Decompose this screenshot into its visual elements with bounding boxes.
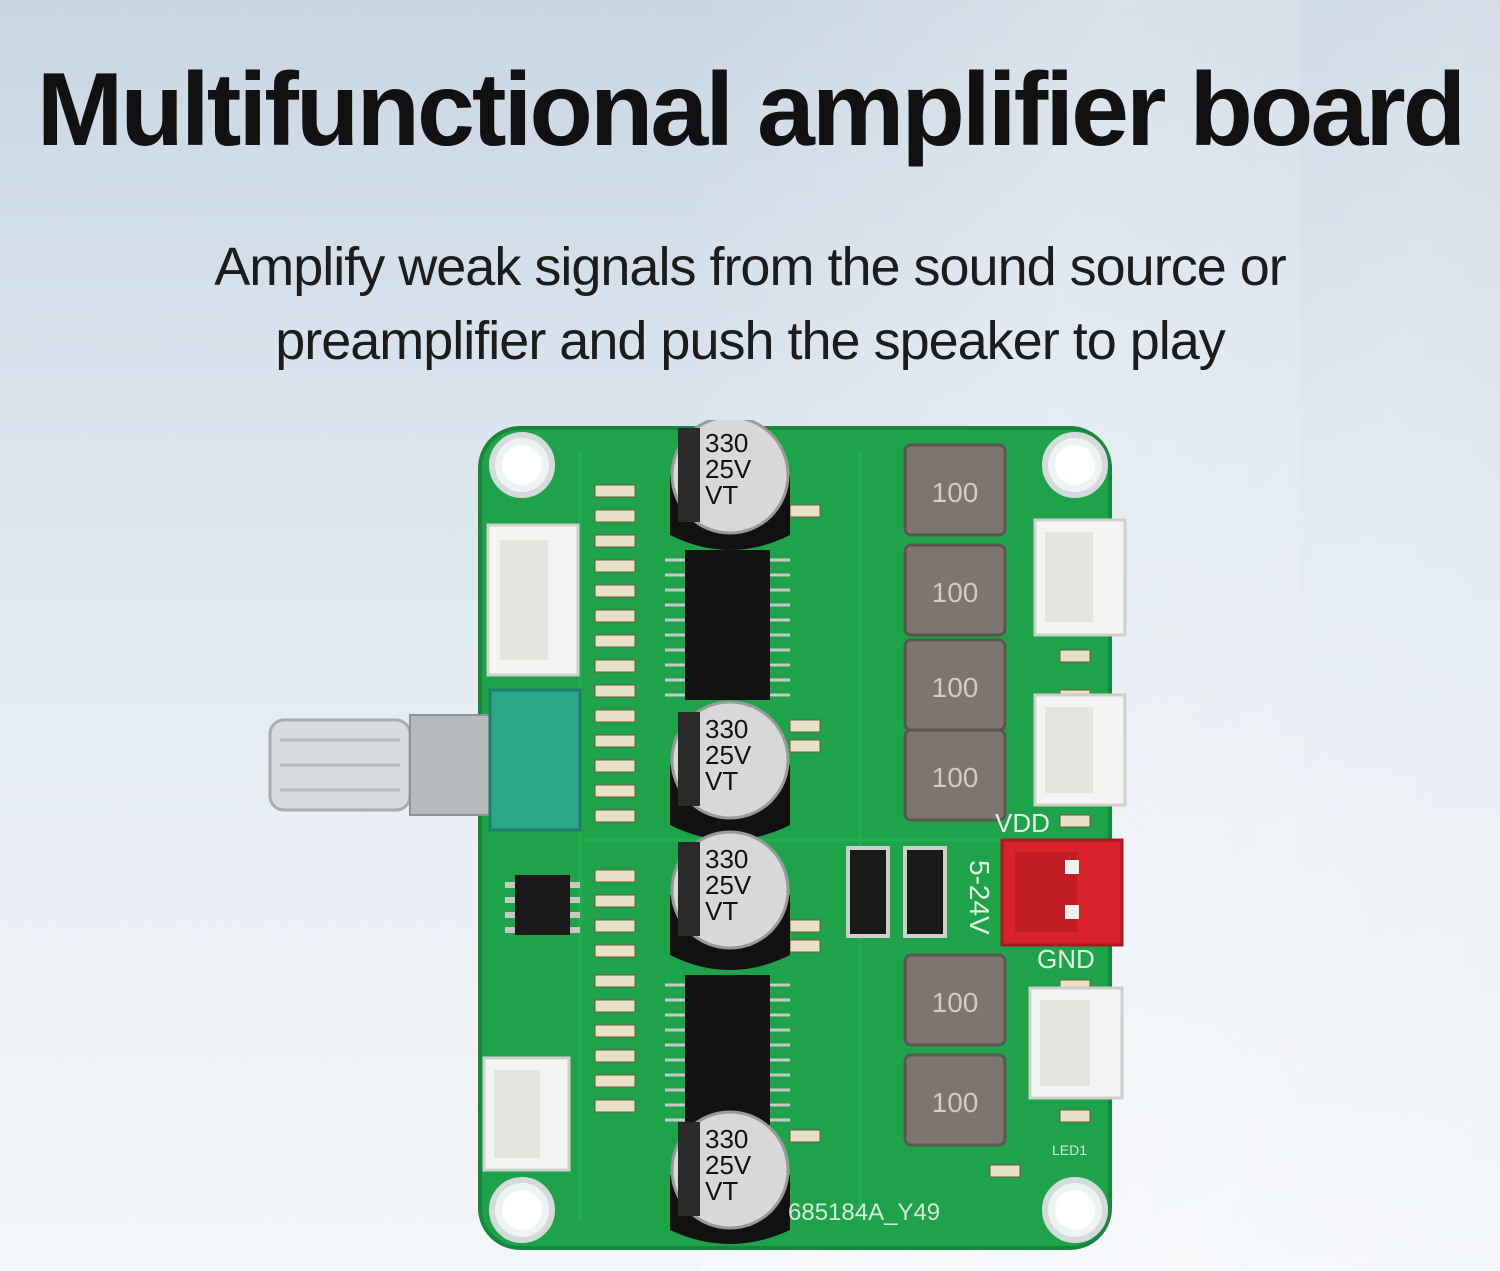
amplifier-board-image: 330 25V VT 330 25V VT 330 25V VT 330 25V… xyxy=(260,415,1140,1260)
input-connector-top xyxy=(486,523,580,677)
capacitor-4-text-2: 25V xyxy=(705,1150,752,1180)
diode-1 xyxy=(846,846,890,938)
capacitor-2-text-2: 25V xyxy=(705,740,752,770)
output-connector-3 xyxy=(1028,986,1124,1100)
model-label: 685184A_Y49 xyxy=(788,1199,940,1226)
inductor-4: 100 xyxy=(903,728,1007,822)
inductor-5-label: 100 xyxy=(932,987,979,1018)
vdd-label: VDD xyxy=(995,808,1050,838)
output-connector-2 xyxy=(1033,693,1127,807)
capacitor-1-text-3: VT xyxy=(705,480,738,510)
led-label: LED1 xyxy=(1052,1142,1087,1158)
inductor-2-label: 100 xyxy=(932,577,979,608)
inductor-6: 100 xyxy=(903,1053,1007,1147)
subtitle-line-2: preamplifier and push the speaker to pla… xyxy=(275,311,1226,371)
capacitor-4: 330 25V VT xyxy=(670,1110,790,1244)
inductor-3: 100 xyxy=(903,638,1007,732)
capacitor-1: 330 25V VT xyxy=(670,415,790,550)
inductor-1-label: 100 xyxy=(932,477,979,508)
capacitor-1-text-1: 330 xyxy=(705,428,748,458)
volume-potentiometer xyxy=(268,688,582,832)
amplifier-board-svg: 330 25V VT 330 25V VT 330 25V VT 330 25V… xyxy=(268,415,1127,1250)
inductor-5: 100 xyxy=(903,953,1007,1047)
capacitor-3-text-1: 330 xyxy=(705,844,748,874)
power-connector xyxy=(1000,838,1124,947)
voltage-label: 5-24V xyxy=(964,860,995,935)
inductor-1: 100 xyxy=(903,443,1007,537)
inductor-6-label: 100 xyxy=(932,1087,979,1118)
capacitor-3-text-2: 25V xyxy=(705,870,752,900)
amplifier-chip-bottom xyxy=(665,975,790,1125)
inductor-2: 100 xyxy=(903,543,1007,637)
mounting-holes xyxy=(489,432,1108,1243)
capacitor-2-text-1: 330 xyxy=(705,714,748,744)
op-amp-chip xyxy=(505,875,580,935)
amplifier-chip-top xyxy=(665,550,790,700)
inductor-4-label: 100 xyxy=(932,762,979,793)
diode-2 xyxy=(903,846,947,938)
capacitor-4-text-1: 330 xyxy=(705,1124,748,1154)
page-subtitle: Amplify weak signals from the sound sour… xyxy=(0,230,1500,378)
capacitor-1-text-2: 25V xyxy=(705,454,752,484)
subtitle-line-1: Amplify weak signals from the sound sour… xyxy=(214,237,1287,297)
capacitor-3-text-3: VT xyxy=(705,896,738,926)
capacitor-4-text-3: VT xyxy=(705,1176,738,1206)
input-connector-bottom xyxy=(482,1056,571,1172)
capacitor-3: 330 25V VT xyxy=(670,830,790,970)
page-title: Multifunctional amplifier board xyxy=(36,52,1467,168)
capacitor-2: 330 25V VT xyxy=(670,700,790,840)
capacitor-2-text-3: VT xyxy=(705,766,738,796)
output-connector-1 xyxy=(1033,518,1127,637)
inductor-3-label: 100 xyxy=(932,672,979,703)
gnd-label: GND xyxy=(1037,944,1095,974)
